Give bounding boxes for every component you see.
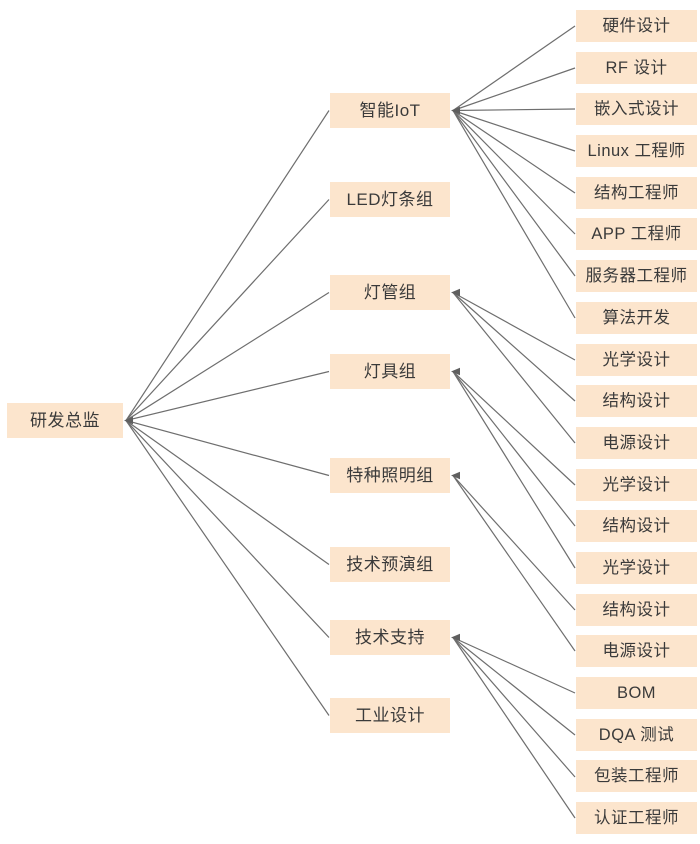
leaf-power-design-2[interactable]: 电源设计	[576, 635, 697, 667]
leaf-optical-design-2[interactable]: 光学设计	[576, 469, 697, 501]
leaf-packaging-engineer[interactable]: 包装工程师	[576, 760, 697, 792]
connector-line	[125, 420, 330, 565]
node-industrial-design-group[interactable]: 工业设计	[330, 698, 450, 733]
node-luminaire-group[interactable]: 灯具组	[330, 354, 450, 389]
connector-line	[125, 291, 330, 422]
leaf-rf-design[interactable]: RF 设计	[576, 52, 697, 84]
leaf-linux-engineer[interactable]: Linux 工程师	[576, 135, 697, 167]
connector-line	[452, 292, 576, 402]
connector-line	[125, 110, 330, 421]
connector-line	[452, 637, 576, 736]
arrowhead-icon	[451, 106, 460, 115]
connector-line	[452, 291, 576, 361]
arrowhead-icon	[451, 367, 460, 376]
connector-line	[452, 108, 576, 112]
leaf-power-design-1[interactable]: 电源设计	[576, 427, 697, 459]
connector-line	[452, 110, 576, 277]
node-led-strip-group[interactable]: LED灯条组	[330, 182, 450, 217]
connector-line	[452, 110, 576, 235]
leaf-structural-design-1[interactable]: 结构设计	[576, 385, 697, 417]
leaf-algorithm-dev[interactable]: 算法开发	[576, 302, 697, 334]
connector-line	[452, 110, 576, 194]
leaf-server-engineer[interactable]: 服务器工程师	[576, 260, 697, 292]
node-tech-support-group[interactable]: 技术支持	[330, 620, 450, 655]
node-tech-preview-group[interactable]: 技术预演组	[330, 547, 450, 582]
leaf-app-engineer[interactable]: APP 工程师	[576, 218, 697, 250]
arrowhead-icon	[451, 633, 460, 642]
arrowheads	[124, 106, 460, 642]
connector-line	[125, 420, 330, 716]
connector-line	[452, 292, 576, 444]
leaf-hardware-design[interactable]: 硬件设计	[576, 10, 697, 42]
node-special-lighting-group[interactable]: 特种照明组	[330, 458, 450, 493]
leaf-structural-design-3[interactable]: 结构设计	[576, 594, 697, 626]
connector-line	[452, 371, 576, 486]
arrowhead-icon	[451, 288, 460, 297]
leaf-bom[interactable]: BOM	[576, 677, 697, 709]
connector-line	[452, 25, 576, 111]
node-rd-director[interactable]: 研发总监	[7, 403, 123, 438]
connector-line	[452, 637, 576, 778]
connector-line	[452, 67, 576, 112]
leaf-optical-design-3[interactable]: 光学设计	[576, 552, 697, 584]
leaf-structural-design-2[interactable]: 结构设计	[576, 510, 697, 542]
leaf-embedded-design[interactable]: 嵌入式设计	[576, 93, 697, 125]
arrowhead-icon	[124, 416, 133, 425]
connector-line	[452, 109, 576, 152]
connector-line	[452, 637, 576, 819]
connector-line	[125, 419, 330, 477]
connector-line	[452, 475, 576, 611]
node-lamp-tube-group[interactable]: 灯管组	[330, 275, 450, 310]
connector-lines	[125, 25, 576, 819]
arrowhead-icon	[451, 471, 460, 480]
connector-line	[452, 636, 576, 694]
node-smart-iot-group[interactable]: 智能IoT	[330, 93, 450, 128]
leaf-certification-engineer[interactable]: 认证工程师	[576, 802, 697, 834]
leaf-dqa-test[interactable]: DQA 测试	[576, 719, 697, 751]
connector-line	[452, 475, 576, 652]
connector-line	[452, 371, 576, 569]
connector-line	[452, 110, 576, 319]
leaf-structural-engineer[interactable]: 结构工程师	[576, 177, 697, 209]
connector-line	[125, 199, 330, 421]
connector-line	[125, 370, 330, 422]
leaf-optical-design-1[interactable]: 光学设计	[576, 344, 697, 376]
connector-line	[452, 371, 576, 527]
connector-line	[125, 420, 330, 638]
